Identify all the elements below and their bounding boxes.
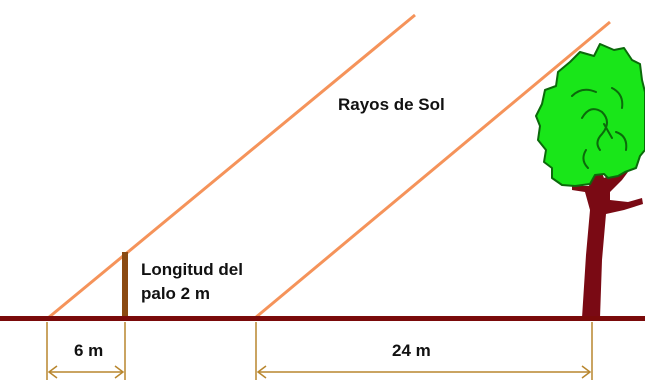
stick-shadow-label: 6 m (74, 341, 103, 360)
sun-ray-right (254, 20, 611, 320)
sun-ray-left (47, 13, 416, 320)
tree-foliage-detail (571, 87, 628, 169)
stick-length-label-line2: palo 2 m (141, 284, 210, 303)
dimension-arrow-tree-shadow (256, 365, 592, 379)
tree-trunk (572, 158, 643, 318)
stick-length-label-line1: Longitud del (141, 260, 243, 279)
sun-rays-label: Rayos de Sol (338, 95, 445, 114)
tree-shadow-label: 24 m (392, 341, 431, 360)
tree-foliage (535, 43, 645, 187)
dimension-arrow-stick-shadow (47, 365, 125, 379)
stick (122, 252, 128, 320)
tree-icon (535, 43, 645, 318)
ground-line (0, 316, 645, 321)
